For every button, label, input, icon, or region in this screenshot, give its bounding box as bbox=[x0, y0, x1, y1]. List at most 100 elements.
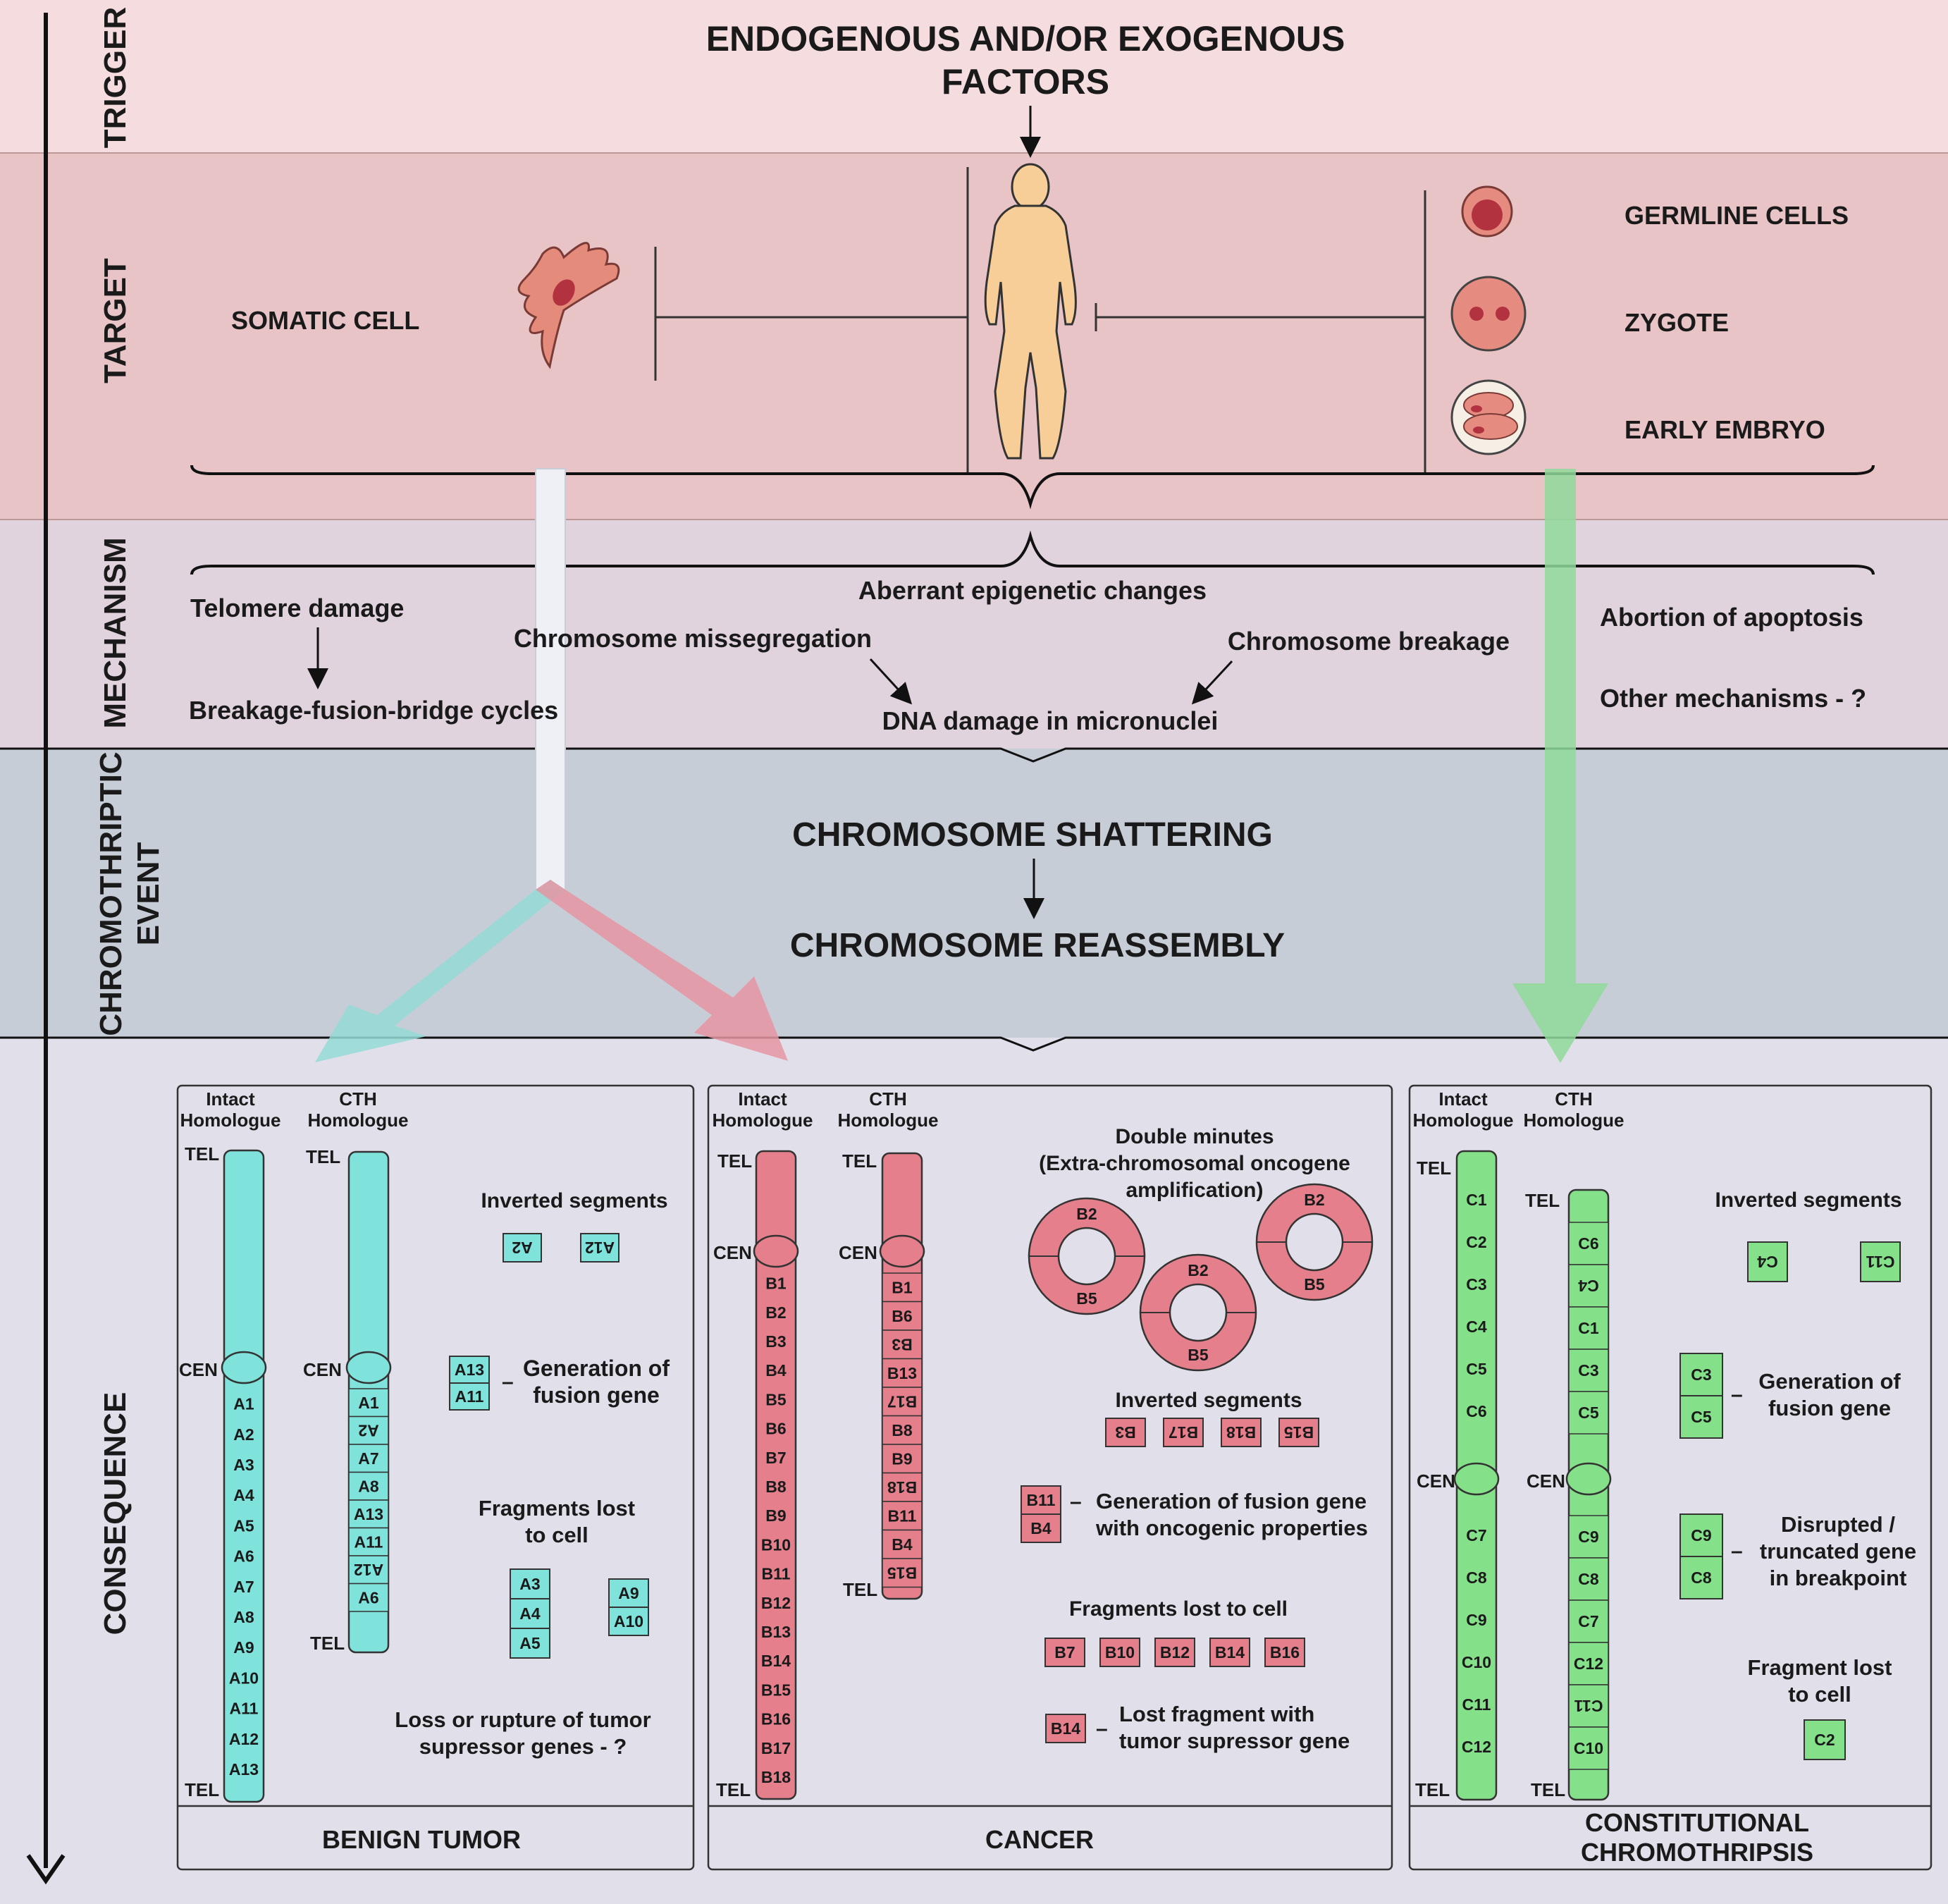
row-title-trigger: TRIGGER bbox=[98, 7, 132, 148]
segment-A13: A13 bbox=[354, 1505, 383, 1523]
dm-label-3: amplification) bbox=[1126, 1179, 1263, 1202]
reassembly-text: CHROMOSOME REASSEMBLY bbox=[790, 927, 1285, 964]
segment-A2: A2 bbox=[233, 1425, 254, 1444]
segment-B14: B14 bbox=[761, 1652, 791, 1670]
tel-a-2: TEL bbox=[185, 1779, 219, 1800]
fragment-box bbox=[1679, 1513, 1723, 1557]
intact-label-2: Intact bbox=[738, 1088, 787, 1110]
segment-B3: B3 bbox=[892, 1335, 912, 1353]
segment-B13: B13 bbox=[761, 1623, 791, 1641]
dm-segment-B2: B2 bbox=[1188, 1261, 1208, 1279]
segment-C8: C8 bbox=[1578, 1570, 1599, 1588]
segment-A6: A6 bbox=[233, 1547, 254, 1566]
centromere bbox=[1565, 1462, 1612, 1496]
segment-box bbox=[882, 1358, 923, 1388]
segment-box bbox=[882, 1387, 923, 1417]
fusion-label-c-2: fusion gene bbox=[1768, 1396, 1891, 1420]
fragment-C8: C8 bbox=[1691, 1568, 1712, 1587]
fragment-box bbox=[1045, 1714, 1086, 1743]
segment-box bbox=[348, 1583, 389, 1612]
fragment-box bbox=[1021, 1485, 1061, 1515]
segment-box bbox=[1568, 1684, 1609, 1728]
benign-tumor-panel: BENIGN TUMOR Intact Homologue CTH Homolo… bbox=[176, 1084, 695, 1871]
segment-C5: C5 bbox=[1578, 1404, 1599, 1422]
segment-B16: B16 bbox=[761, 1710, 791, 1728]
bfb-cycles-text: Breakage-fusion-bridge cycles bbox=[189, 696, 558, 725]
fragment-A5: A5 bbox=[519, 1634, 541, 1652]
segment-box bbox=[1568, 1726, 1609, 1770]
shattering-text: CHROMOSOME SHATTERING bbox=[792, 816, 1273, 854]
somatic-cell-label: SOMATIC CELL bbox=[231, 306, 419, 335]
segment-C10: C10 bbox=[1574, 1739, 1603, 1757]
segment-B11: B11 bbox=[888, 1506, 917, 1525]
fragment-B11: B11 bbox=[1027, 1491, 1056, 1509]
fragment-box bbox=[1679, 1556, 1723, 1599]
fragment-A4: A4 bbox=[519, 1604, 541, 1623]
trigger-band bbox=[0, 0, 1948, 153]
segment-A9: A9 bbox=[233, 1638, 254, 1657]
fragment-B7: B7 bbox=[1054, 1643, 1075, 1662]
segment-box bbox=[1568, 1391, 1609, 1435]
fragment-B14: B14 bbox=[1051, 1719, 1080, 1738]
segment-B15: B15 bbox=[761, 1681, 791, 1699]
zygote-label: ZYGOTE bbox=[1625, 308, 1729, 337]
segment-C7: C7 bbox=[1578, 1612, 1598, 1630]
fragment-C9: C9 bbox=[1691, 1526, 1711, 1544]
missegregation-text: Chromosome missegregation bbox=[514, 624, 872, 653]
segment-box bbox=[1568, 1515, 1609, 1559]
segment-A12: A12 bbox=[229, 1730, 259, 1748]
segment-box bbox=[882, 1472, 923, 1502]
tsg-dash: – bbox=[1096, 1717, 1108, 1740]
fragment-box bbox=[1679, 1395, 1723, 1439]
fusion-onco-label-1: Generation of fusion gene bbox=[1096, 1489, 1367, 1513]
fragment-A12: A12 bbox=[585, 1239, 615, 1257]
fragment-B3: B3 bbox=[1115, 1423, 1135, 1442]
cen-c-1: CEN bbox=[1417, 1470, 1455, 1492]
segment-B17: B17 bbox=[761, 1739, 791, 1757]
homologue-label-2: Homologue bbox=[713, 1110, 813, 1131]
tsg-label-1: Lost fragment with bbox=[1119, 1702, 1314, 1726]
human-figure-icon bbox=[984, 163, 1077, 460]
homologue-label-3: Homologue bbox=[1413, 1110, 1514, 1131]
segment-A5: A5 bbox=[233, 1516, 254, 1535]
segment-A11: A11 bbox=[355, 1533, 383, 1551]
fragment-box bbox=[1747, 1241, 1788, 1282]
constitutional-panel: CONSTITUTIONAL CHROMOTHRIPSIS Intact Hom… bbox=[1408, 1084, 1932, 1871]
segment-box bbox=[882, 1301, 923, 1331]
segment-B8: B8 bbox=[892, 1421, 913, 1439]
segment-A12: A12 bbox=[354, 1561, 383, 1579]
segment-box bbox=[348, 1499, 389, 1529]
early-embryo-label: EARLY EMBRYO bbox=[1625, 415, 1825, 444]
tumor-suppressor-fragment: B14 bbox=[1045, 1714, 1086, 1743]
fragment-box bbox=[1221, 1418, 1262, 1447]
fragment-C4: C4 bbox=[1757, 1253, 1778, 1271]
somatic-pathway-arrow bbox=[315, 468, 788, 1062]
fragment-box bbox=[580, 1233, 619, 1263]
germline-cell-icon bbox=[1461, 185, 1513, 238]
segment-C1: C1 bbox=[1578, 1319, 1599, 1337]
fusion-onco-label-2: with oncogenic properties bbox=[1095, 1516, 1368, 1540]
segment-B9: B9 bbox=[892, 1449, 912, 1468]
segment-B1: B1 bbox=[892, 1278, 913, 1296]
fragment-box bbox=[510, 1598, 550, 1629]
row-title-event-1: CHROMOTHRIPTIC bbox=[94, 751, 128, 1036]
other-mechanisms-text: Other mechanisms - ? bbox=[1600, 684, 1866, 713]
lost-label-b: Fragments lost to cell bbox=[1069, 1597, 1288, 1621]
fragment-box bbox=[1264, 1638, 1305, 1667]
segment-B15: B15 bbox=[887, 1564, 917, 1582]
segment-B4: B4 bbox=[765, 1361, 787, 1380]
fragment-A10: A10 bbox=[614, 1612, 643, 1630]
cen-b-2: CEN bbox=[839, 1242, 877, 1263]
segment-box bbox=[882, 1415, 923, 1445]
lost-fragment-c: C2 bbox=[1804, 1719, 1846, 1760]
segment-A11: A11 bbox=[230, 1700, 259, 1718]
constitutional-title-2: CHROMOTHRIPSIS bbox=[1581, 1838, 1813, 1867]
fragment-A13: A13 bbox=[455, 1361, 484, 1379]
